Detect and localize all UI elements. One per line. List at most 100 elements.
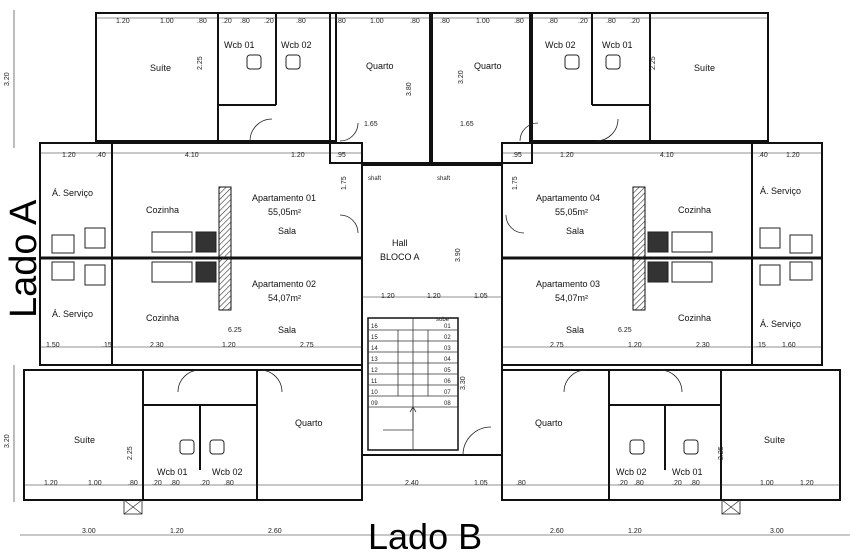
- dim-label: 4.10: [185, 152, 199, 159]
- dim-label: .80: [197, 18, 207, 25]
- dim-label: .80: [336, 18, 346, 25]
- door-swings: [177, 118, 683, 456]
- room-label-wcb01-bottom-left: Wcb 01: [157, 467, 188, 477]
- room-label-wcb02-bottom-right: Wcb 02: [616, 467, 647, 477]
- room-label-wcb01-bottom-right: Wcb 01: [672, 467, 703, 477]
- dim-label: 1.05: [474, 480, 488, 487]
- room-label-wcb01-top-right: Wcb 01: [602, 40, 633, 50]
- shaft-box-bottom-left: [123, 499, 143, 515]
- fixtures: [51, 54, 813, 455]
- dim-label: 1.20: [44, 480, 58, 487]
- stair-step: 08: [444, 401, 451, 407]
- dim-label: 1.20: [116, 18, 130, 25]
- dim-label: 1.20: [222, 342, 236, 349]
- dim-label: 2.40: [405, 480, 419, 487]
- stair-step: 16: [371, 324, 378, 330]
- room-label-sala-01: Sala: [278, 226, 297, 236]
- dim-label: .80: [296, 18, 306, 25]
- stair-step: 03: [444, 346, 451, 352]
- room-label-wcb02-bottom-left: Wcb 02: [212, 467, 243, 477]
- dim-label: 3.00: [82, 528, 96, 535]
- dim-label: .20: [578, 18, 588, 25]
- room-label-cozinha-03: Cozinha: [678, 313, 712, 323]
- dim-label: 1.20: [381, 293, 395, 300]
- room-label-servico-04: Á. Serviço: [760, 186, 802, 196]
- room-label-servico-02: Á. Serviço: [52, 309, 94, 319]
- dim-label-vertical: 2.25: [718, 446, 725, 460]
- stair-step: 02: [444, 335, 451, 341]
- dim-label: 1.20: [786, 152, 800, 159]
- stair-sobe-label: sobe: [436, 317, 450, 323]
- dim-label-vertical: 1.75: [341, 176, 348, 190]
- dim-label: .15: [756, 342, 766, 349]
- dim-label: .80: [440, 18, 450, 25]
- shaft-box-bottom-right: [721, 499, 741, 515]
- dim-label: 1.20: [427, 293, 441, 300]
- stair-step: 14: [371, 346, 378, 352]
- stair-step: 11: [371, 379, 378, 385]
- dim-label: .20: [264, 18, 274, 25]
- dim-label: 1.00: [370, 18, 384, 25]
- dim-label-vertical: 2.25: [197, 56, 204, 70]
- dim-label: 1.20: [170, 528, 184, 535]
- stair-step: 09: [371, 401, 378, 407]
- dim-label: .80: [128, 480, 138, 487]
- dim-label-vertical: 3.30: [460, 376, 467, 390]
- dim-label: 1.00: [760, 480, 774, 487]
- dim-label-vertical: 1.75: [512, 176, 519, 190]
- dim-label: 1.65: [460, 121, 474, 128]
- dim-label: .80: [606, 18, 616, 25]
- apartment-01-area: 55,05m²: [268, 207, 302, 217]
- middle-right-block: [501, 142, 823, 366]
- bottom-left-block: [23, 369, 363, 501]
- bottom-right-block: [501, 369, 841, 501]
- room-label-suite-top-left: Suíte: [150, 63, 172, 73]
- apartment-04-area: 55,05m²: [555, 207, 589, 217]
- dim-label: 1.00: [160, 18, 174, 25]
- apartment-03-area: 54,07m²: [555, 293, 589, 303]
- dim-label: 1.65: [364, 121, 378, 128]
- dim-label: .80: [634, 480, 644, 487]
- dim-label: .20: [200, 480, 210, 487]
- stair-step: 10: [371, 390, 378, 396]
- dim-label: 1.20: [800, 480, 814, 487]
- dim-label: 1.20: [628, 528, 642, 535]
- dim-label: 1.20: [560, 152, 574, 159]
- dim-label-vertical: 3.90: [455, 248, 462, 262]
- stair-step: 13: [371, 357, 378, 363]
- stair-step: 07: [444, 390, 451, 396]
- dim-label: .40: [96, 152, 106, 159]
- room-label-servico-01: Á. Serviço: [52, 188, 94, 198]
- dim-label: 1.20: [291, 152, 305, 159]
- dim-label: .80: [516, 480, 526, 487]
- apartment-02-name: Apartamento 02: [252, 279, 317, 289]
- room-label-cozinha-04: Cozinha: [678, 205, 712, 215]
- dim-label: .20: [152, 480, 162, 487]
- room-label-sala-02: Sala: [278, 325, 297, 335]
- dim-label: .80: [548, 18, 558, 25]
- dim-label: 2.75: [550, 342, 564, 349]
- stair-step: 04: [444, 357, 451, 363]
- room-label-cozinha-02: Cozinha: [146, 313, 180, 323]
- side-label-lado-a: Lado A: [3, 199, 45, 318]
- stair: [368, 318, 458, 450]
- room-label-suite-top-right: Suíte: [694, 63, 716, 73]
- dim-label: 2.75: [300, 342, 314, 349]
- room-label-cozinha-01: Cozinha: [146, 205, 180, 215]
- hatched-wall-right: [632, 186, 646, 311]
- dim-label: .20: [222, 18, 232, 25]
- side-label-lado-b: Lado B: [368, 516, 483, 557]
- middle-left-block: [39, 142, 363, 366]
- dim-label: 2.60: [550, 528, 564, 535]
- dim-label: .95: [512, 152, 522, 159]
- stair-step: 12: [371, 368, 378, 374]
- dim-label-vertical: 3.20: [4, 434, 11, 448]
- dim-label: 6.25: [618, 327, 632, 334]
- room-label-quarto-top-right: Quarto: [474, 61, 502, 71]
- room-label-wcb02-top-right: Wcb 02: [545, 40, 576, 50]
- dim-label: .80: [514, 18, 524, 25]
- hall-block: BLOCO A: [380, 252, 420, 262]
- dim-label: .40: [758, 152, 768, 159]
- dim-label: 1.00: [476, 18, 490, 25]
